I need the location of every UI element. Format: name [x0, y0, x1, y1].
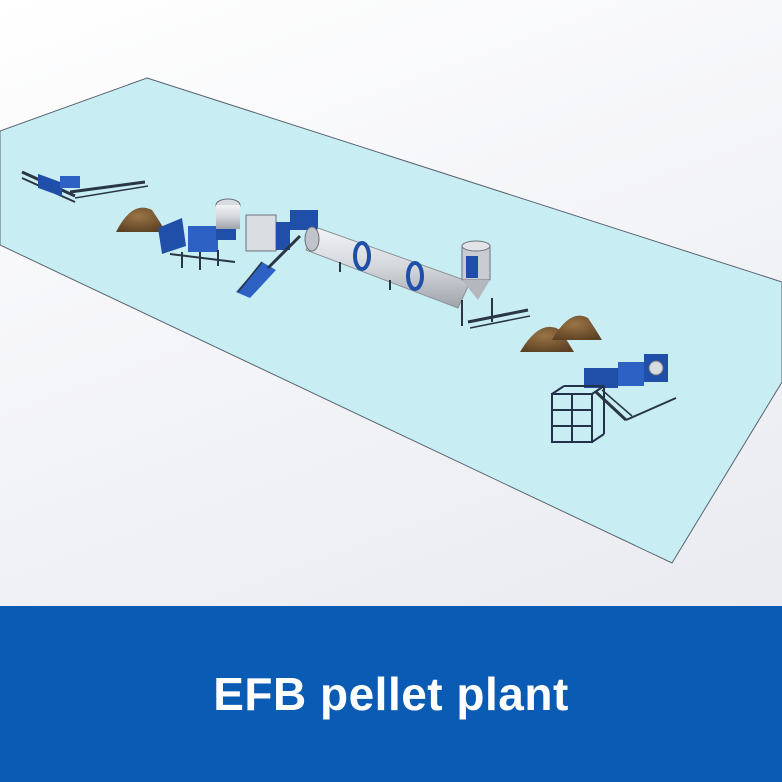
floor-platform	[0, 77, 782, 564]
dryer-feeder	[236, 210, 318, 298]
title-banner: EFB pellet plant	[0, 606, 782, 782]
material-pile-1	[116, 207, 166, 232]
plant-layout-illustration	[0, 0, 782, 606]
hammer-mill-group	[158, 198, 241, 270]
shredder-unit	[21, 170, 149, 203]
pellet-mill-group	[551, 354, 677, 443]
material-pile-3	[552, 315, 602, 340]
rotary-dryer	[304, 226, 471, 309]
plant-layout-svg	[0, 77, 782, 564]
banner-title: EFB pellet plant	[213, 668, 569, 720]
cyclone-separator	[461, 240, 531, 329]
